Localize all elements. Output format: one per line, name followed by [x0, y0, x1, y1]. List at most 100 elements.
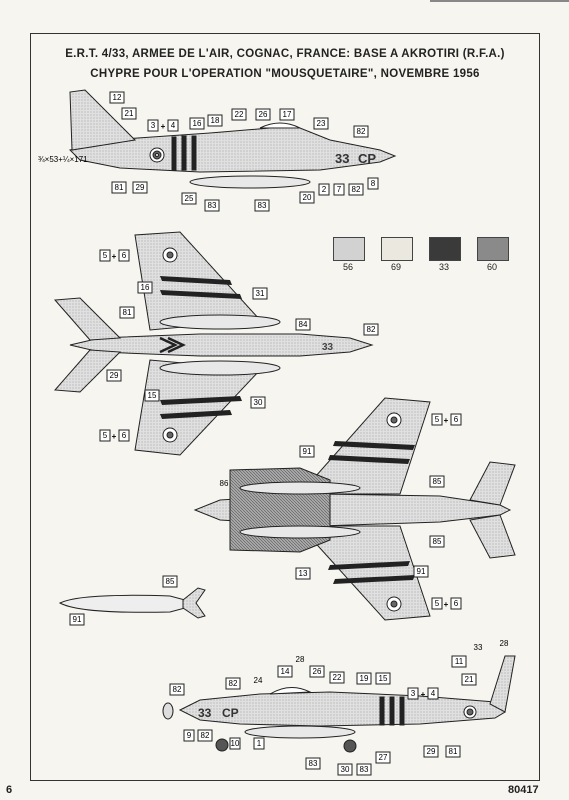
svg-text:4: 4 — [431, 689, 436, 698]
side-view-right: 33 CP — [162, 655, 516, 753]
color-swatch-56 — [333, 237, 365, 261]
svg-text:24: 24 — [254, 676, 263, 685]
svg-text:12: 12 — [113, 93, 122, 102]
svg-text:29: 29 — [110, 371, 119, 380]
svg-text:6: 6 — [454, 599, 459, 608]
svg-text:4: 4 — [171, 121, 176, 130]
svg-text:30: 30 — [341, 765, 350, 774]
svg-text:5: 5 — [435, 415, 440, 424]
plan-view-top: 33 — [53, 231, 374, 456]
svg-text:82: 82 — [367, 325, 376, 334]
callouts-side-bottom: 33 28 11 14 28 26 22 19 15 3 + 4 21 82 8… — [169, 639, 509, 776]
svg-text:82: 82 — [357, 127, 366, 136]
svg-text:23: 23 — [317, 119, 326, 128]
svg-text:26: 26 — [259, 110, 268, 119]
svg-text:82: 82 — [352, 185, 361, 194]
color-label-60: 60 — [486, 262, 497, 272]
svg-text:21: 21 — [465, 675, 474, 684]
svg-text:+: + — [112, 252, 117, 261]
svg-text:11: 11 — [455, 657, 464, 666]
title-line-2: CHYPRE POUR L'OPERATION "MOUSQUETAIRE", … — [90, 68, 480, 80]
svg-text:25: 25 — [185, 194, 194, 203]
svg-text:+: + — [421, 690, 426, 699]
svg-text:91: 91 — [73, 615, 82, 624]
svg-text:22: 22 — [333, 673, 342, 682]
svg-text:+: + — [444, 416, 449, 425]
svg-text:8: 8 — [371, 179, 376, 188]
svg-text:84: 84 — [299, 320, 308, 329]
svg-text:CP: CP — [222, 706, 239, 720]
svg-text:21: 21 — [125, 109, 134, 118]
svg-text:16: 16 — [193, 119, 202, 128]
plan-view-underside — [193, 397, 516, 621]
color-swatch-60 — [477, 237, 509, 261]
svg-text:18: 18 — [211, 116, 220, 125]
svg-text:85: 85 — [433, 477, 442, 486]
svg-text:91: 91 — [303, 447, 312, 456]
svg-text:83: 83 — [258, 201, 267, 210]
svg-text:33: 33 — [474, 643, 483, 652]
svg-text:5: 5 — [103, 251, 108, 260]
svg-text:31: 31 — [256, 289, 265, 298]
svg-text:83: 83 — [208, 201, 217, 210]
color-label-33: 33 — [438, 262, 449, 272]
title-line-1: E.R.T. 4/33, ARMEE DE L'AIR, COGNAC, FRA… — [65, 48, 505, 60]
svg-text:+: + — [112, 432, 117, 441]
svg-text:33: 33 — [198, 706, 212, 720]
drop-tank — [58, 587, 206, 619]
svg-text:81: 81 — [115, 183, 124, 192]
callouts-tank: 85 91 — [69, 575, 178, 626]
svg-text:33: 33 — [322, 342, 334, 353]
color-swatch-69 — [381, 237, 413, 261]
svg-text:91: 91 — [417, 567, 426, 576]
color-swatch-33 — [429, 237, 461, 261]
svg-text:10: 10 — [231, 739, 240, 748]
svg-text:29: 29 — [427, 747, 436, 756]
svg-text:30: 30 — [254, 398, 263, 407]
svg-text:19: 19 — [360, 674, 369, 683]
svg-text:27: 27 — [379, 753, 388, 762]
svg-text:85: 85 — [166, 577, 175, 586]
svg-text:2: 2 — [322, 185, 327, 194]
svg-text:82: 82 — [201, 731, 210, 740]
svg-text:1: 1 — [257, 739, 262, 748]
svg-text:6: 6 — [122, 251, 127, 260]
svg-text:6: 6 — [454, 415, 459, 424]
svg-text:15: 15 — [379, 674, 388, 683]
reference-number: 80417 — [508, 784, 539, 796]
svg-text:9: 9 — [187, 731, 192, 740]
page-frame — [30, 33, 540, 781]
svg-text:16: 16 — [141, 283, 150, 292]
top-edge-mark — [430, 0, 569, 2]
color-label-69: 69 — [390, 262, 401, 272]
svg-text:3: 3 — [411, 689, 416, 698]
color-label-56: 56 — [342, 262, 353, 272]
svg-text:82: 82 — [173, 685, 182, 694]
svg-text:5: 5 — [435, 599, 440, 608]
callouts-side-top: 12 21 3 + 4 16 18 22 26 17 23 82 81 29 2… — [109, 91, 379, 212]
side-view-left: 33 CP — [69, 89, 397, 189]
svg-text:81: 81 — [449, 747, 458, 756]
svg-text:7: 7 — [337, 185, 342, 194]
svg-text:83: 83 — [360, 765, 369, 774]
svg-text:+: + — [444, 600, 449, 609]
svg-text:33: 33 — [335, 151, 349, 166]
svg-text:86: 86 — [220, 479, 229, 488]
svg-text:85: 85 — [433, 537, 442, 546]
svg-text:CP: CP — [358, 151, 376, 166]
svg-text:6: 6 — [122, 431, 127, 440]
svg-text:+: + — [161, 122, 166, 131]
svg-text:28: 28 — [296, 655, 305, 664]
svg-text:17: 17 — [283, 110, 292, 119]
svg-text:3: 3 — [151, 121, 156, 130]
svg-text:83: 83 — [309, 759, 318, 768]
page-number: 6 — [6, 784, 13, 796]
svg-text:28: 28 — [500, 639, 509, 648]
svg-text:29: 29 — [136, 183, 145, 192]
svg-text:22: 22 — [235, 110, 244, 119]
svg-text:15: 15 — [148, 391, 157, 400]
svg-text:82: 82 — [229, 679, 238, 688]
callouts-plan-top: 5 + 6 16 31 81 84 82 29 15 30 5 + 6 — [99, 249, 379, 442]
svg-text:20: 20 — [303, 193, 312, 202]
